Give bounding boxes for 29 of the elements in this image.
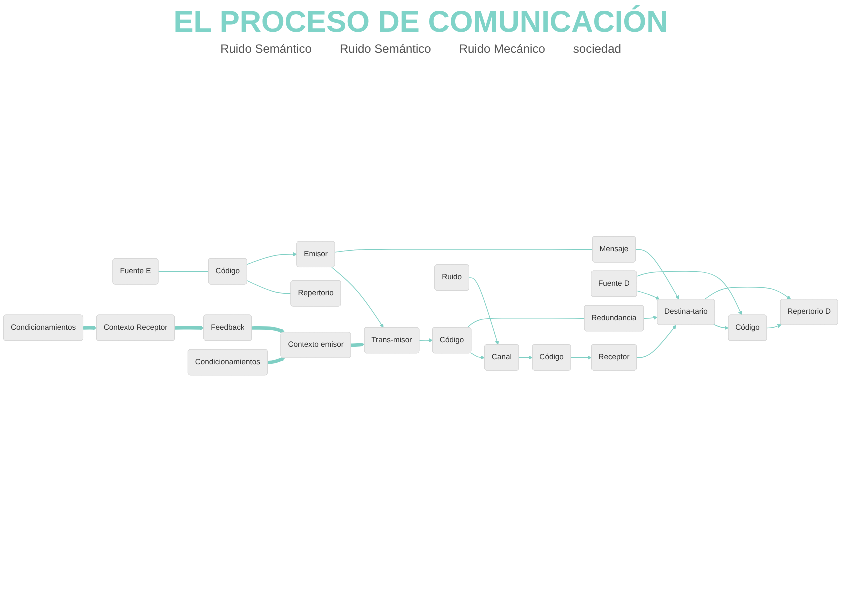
arrow: [518, 356, 533, 360]
connector: [247, 280, 292, 294]
arrow: [644, 316, 658, 320]
arrow: [252, 326, 286, 334]
connector: [467, 318, 586, 328]
arrow: [637, 290, 660, 300]
arrow: [174, 326, 204, 330]
noise-label: sociedad: [573, 42, 622, 56]
arrow: [570, 356, 592, 360]
arrow: [714, 324, 729, 330]
arrow: [636, 249, 680, 300]
arrow: [419, 338, 434, 343]
arrow: [247, 252, 298, 265]
connector: [158, 271, 210, 272]
arrow: [766, 324, 782, 329]
arrow: [350, 342, 365, 348]
arrow: [332, 267, 384, 328]
connector: [335, 249, 594, 253]
arrow: [704, 286, 792, 300]
arrow: [470, 352, 486, 360]
title: EL PROCESO DE COMUNICACIÓN: [172, 6, 670, 40]
arrow: [637, 271, 742, 316]
noise-label: Ruido Semántico: [340, 42, 432, 56]
noise-label: Ruido Mecánico: [459, 42, 546, 56]
noise-label: Ruido Semántico: [220, 42, 312, 56]
arrow: [82, 326, 98, 330]
arrow: [267, 357, 286, 364]
arrow: [636, 325, 677, 358]
arrow: [469, 278, 500, 346]
